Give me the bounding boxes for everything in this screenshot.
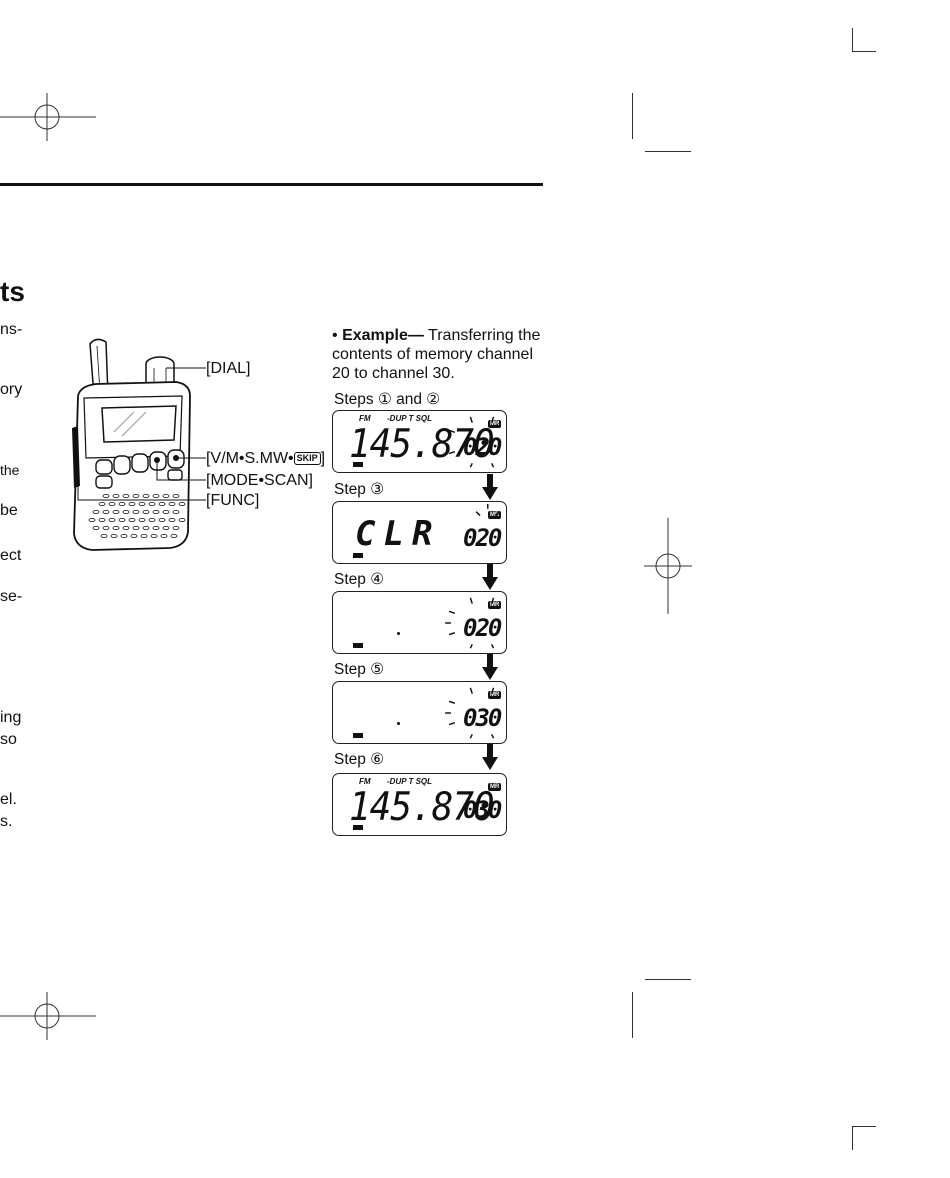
mr-badge: MR — [488, 420, 502, 428]
callout-vm-prefix: [V/M•S.MW• — [206, 450, 294, 467]
lcd-clear-text: CLR — [355, 514, 441, 554]
left-fragment-10: s. — [0, 813, 13, 830]
crop-mark-top-right-h — [852, 51, 876, 52]
crop-mark-mid-h2 — [645, 979, 691, 980]
crop-mark-mid-v2 — [632, 992, 633, 1038]
battery-icon — [353, 825, 363, 830]
mr-badge: MR — [488, 783, 502, 791]
example-text-line2: contents of memory channel — [332, 346, 533, 363]
crop-mark-mid-h1 — [645, 151, 691, 152]
lcd-channel: 020 — [463, 614, 502, 642]
left-fragment-9: el. — [0, 791, 17, 808]
example-bullet: • — [332, 327, 338, 344]
down-arrow-icon — [482, 654, 498, 680]
crop-mark-mid-v1 — [632, 93, 633, 139]
left-fragment-5: ect — [0, 547, 22, 564]
down-arrow-icon — [482, 474, 498, 500]
lcd-frequency: 145.870 — [349, 421, 495, 468]
callout-vm-suffix: ] — [320, 450, 326, 467]
callout-mode-scan: [MODE•SCAN] — [206, 472, 313, 489]
transceiver-illustration — [72, 338, 206, 551]
left-fragment-8: so — [0, 731, 17, 748]
battery-icon — [353, 462, 363, 467]
registration-mark-right — [644, 518, 692, 614]
crop-mark-top-right-v — [852, 28, 853, 52]
step-label-1-2: Steps ① and ② — [334, 391, 441, 408]
decimal-point — [397, 722, 400, 725]
lcd-display-step-5: 030 MR — [332, 681, 507, 744]
step-label-5: Step ⑤ — [334, 661, 385, 678]
registration-mark-bottom-left — [0, 992, 96, 1040]
callout-func: [FUNC] — [206, 492, 260, 509]
lcd-channel: 030 — [463, 796, 502, 824]
registration-mark-top-left — [0, 93, 96, 141]
left-fragment-2: ory — [0, 381, 23, 398]
crop-mark-bottom-right-v — [852, 1126, 853, 1150]
step-label-4: Step ④ — [334, 571, 385, 588]
step-label-6: Step ⑥ — [334, 751, 385, 768]
example-label: Example— — [342, 327, 424, 344]
lcd-mode: FM — [359, 414, 371, 423]
skip-key-icon: SKIP — [293, 452, 321, 465]
mr-badge: MR — [488, 511, 502, 519]
lcd-indicators: -DUP T SQL — [387, 414, 433, 423]
section-heading-fragment: ts — [0, 276, 25, 307]
lcd-mode: FM — [359, 777, 371, 786]
lcd-frequency: 145.870 — [349, 784, 495, 831]
battery-icon — [353, 643, 363, 648]
left-fragment-6: se- — [0, 588, 23, 605]
lcd-channel: 020 — [463, 524, 502, 552]
decimal-point — [397, 632, 400, 635]
lcd-indicators: -DUP T SQL — [387, 777, 433, 786]
mr-badge: MR — [488, 601, 502, 609]
lcd-display-step-4: 020 MR — [332, 591, 507, 654]
battery-icon — [353, 553, 363, 558]
crop-mark-bottom-right-h — [852, 1126, 876, 1127]
mr-badge: MR — [488, 691, 502, 699]
left-fragment-1: ns- — [0, 321, 23, 338]
lcd-channel: 020 — [463, 433, 502, 461]
down-arrow-icon — [482, 744, 498, 770]
section-rule — [0, 183, 543, 186]
down-arrow-icon — [482, 564, 498, 590]
callout-dial: [DIAL] — [206, 360, 251, 377]
left-fragment-3: the — [0, 462, 20, 478]
lcd-channel: 030 — [463, 704, 502, 732]
lcd-display-step-6: FM -DUP T SQL 145.870 030 MR — [332, 773, 507, 836]
left-fragment-7: ing — [0, 709, 22, 726]
lcd-display-step-3: CLR 020 MR — [332, 501, 507, 564]
example-text-line1: Transferring the — [428, 327, 541, 344]
left-fragment-4: be — [0, 502, 18, 519]
example-text-line3: 20 to channel 30. — [332, 365, 455, 382]
battery-icon — [353, 733, 363, 738]
example-paragraph: • Example— Transferring the contents of … — [332, 326, 544, 383]
callout-vm-smw-skip: [V/M•S.MW•SKIP] — [206, 449, 325, 468]
step-label-3: Step ③ — [334, 481, 385, 498]
lcd-display-step-1-2: FM -DUP T SQL 145.870 020 MR — [332, 410, 507, 473]
